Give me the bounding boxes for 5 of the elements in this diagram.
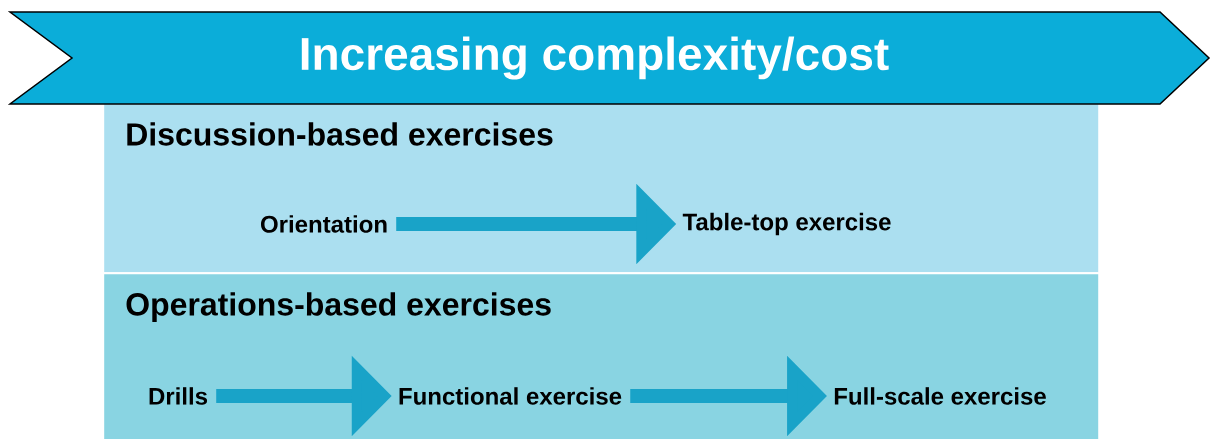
step-label: Drills	[149, 387, 208, 405]
step-label: Functional exercise	[399, 387, 622, 405]
step-label: Table-top exercise	[682, 212, 891, 236]
step-label: Orientation	[261, 215, 387, 233]
step-label: Full-scale exercise	[834, 387, 1046, 405]
